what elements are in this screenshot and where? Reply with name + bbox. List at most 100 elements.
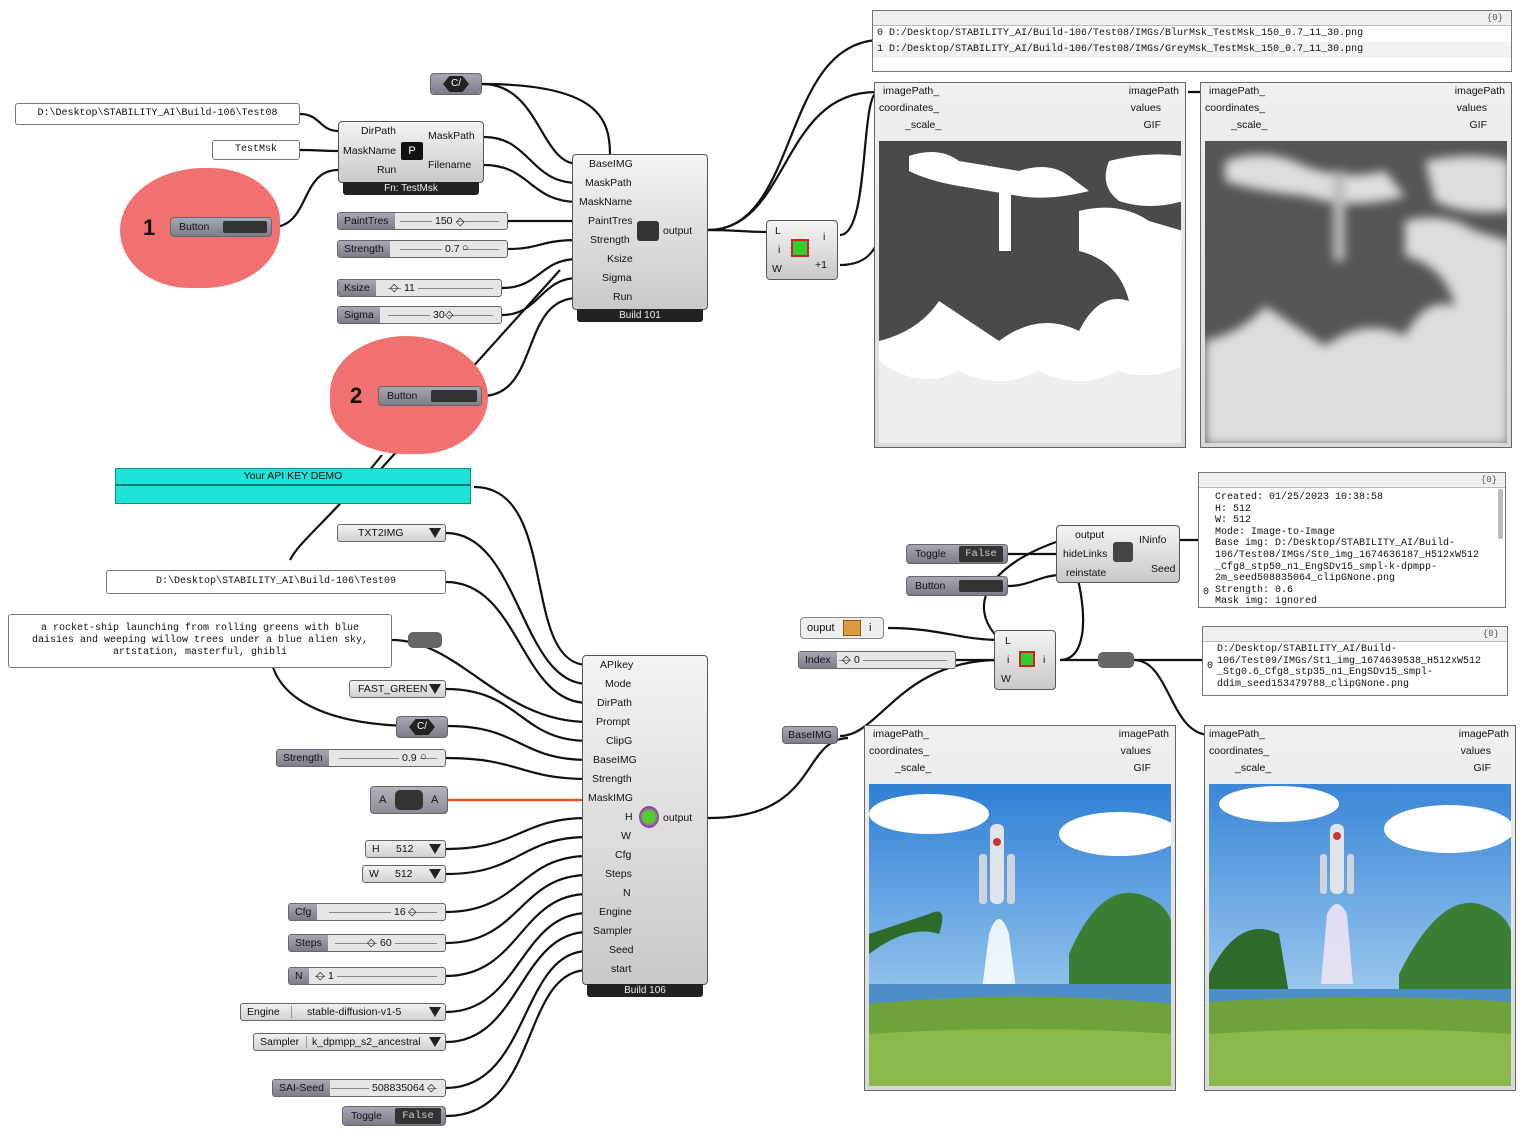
slider-name: Cfg: [289, 904, 318, 920]
relay-prompt[interactable]: [408, 632, 442, 648]
chevron-down-icon: [429, 1037, 441, 1047]
fn-testmsk-component[interactable]: DirPath MaskName Run MaskPath Filename P…: [338, 121, 484, 195]
info-line: Base img: D:/Desktop/STABILITY_AI/Build-: [1215, 538, 1456, 550]
button-2-label: Button: [387, 390, 418, 402]
slider-grip-icon: ◇: [427, 1082, 436, 1094]
build-101-component[interactable]: BaseIMG MaskPath MaskName PaintTres Stre…: [572, 154, 708, 322]
divider: [291, 1006, 292, 1018]
input-apikey: APIkey: [600, 659, 634, 671]
panel-header: {0}: [1203, 627, 1507, 642]
list-item-component-2[interactable]: L i W i: [994, 630, 1056, 690]
wire: [707, 736, 849, 820]
image-viewer-top-right[interactable]: imagePath_ coordinates_ _scale_ imagePat…: [1200, 82, 1512, 448]
info-component[interactable]: output hideLinks reinstate INinfo Seed: [1056, 525, 1180, 583]
wire: [445, 892, 589, 978]
slider-n[interactable]: N ◇ 1: [288, 967, 446, 985]
build-101-footer: Build 101: [577, 309, 703, 322]
info-line: Mask img: ignored: [1215, 596, 1318, 608]
dirpath-panel-2[interactable]: D:\Desktop\STABILITY_AI\Build-106\Test09: [106, 570, 446, 594]
relay-output[interactable]: [1098, 652, 1134, 668]
output-filename: Filename: [428, 159, 472, 171]
build-106-component[interactable]: APIkey Mode DirPath Prompt ClipG BaseIMG…: [582, 655, 708, 997]
wire: [481, 82, 579, 166]
output-values: values: [1130, 102, 1161, 114]
slider-track: [839, 660, 947, 661]
height-dropdown[interactable]: H 512: [365, 840, 446, 858]
slider-strength-bottom[interactable]: Strength 0.9 ○: [276, 749, 446, 767]
dropdown-value: TXT2IMG: [358, 527, 404, 539]
divider: [306, 1036, 307, 1048]
slider-value: 0: [851, 652, 863, 668]
slider-strength-top[interactable]: Strength 0.7 ○: [337, 240, 508, 258]
clipg-dropdown[interactable]: FAST_GREEN: [349, 680, 446, 698]
input-imagepath: imagePath_: [1209, 728, 1266, 740]
input-sigma: Sigma: [602, 272, 632, 284]
toggle-mid[interactable]: Toggle False: [906, 544, 1008, 564]
slider-cfg[interactable]: Cfg 16 ◇: [288, 903, 446, 921]
dropdown-value: FAST_GREEN: [358, 683, 428, 695]
toggle-bottom[interactable]: Toggle False: [342, 1106, 446, 1126]
slider-steps[interactable]: Steps ◇ 60: [288, 934, 446, 952]
sampler-dropdown[interactable]: Sampler k_dpmpp_s2_ancestral: [253, 1033, 446, 1051]
input-sampler: Sampler: [593, 925, 633, 937]
hex-icon: C/: [409, 719, 435, 735]
scrollbar[interactable]: [1498, 489, 1503, 539]
slider-value: 11: [401, 280, 418, 296]
mode-dropdown[interactable]: TXT2IMG: [337, 524, 446, 542]
image-viewer-bottom-right[interactable]: imagePath_ coordinates_ _scale_ imagePat…: [1204, 725, 1516, 1091]
paths-panel[interactable]: {0} 0 D:/Desktop/STABILITY_AI/Build-106/…: [872, 10, 1512, 72]
output-gif: GIF: [1473, 762, 1492, 774]
input-imagepath: imagePath_: [883, 85, 940, 97]
wire: [1007, 573, 1063, 588]
slider-grip-icon: ◇: [842, 654, 851, 666]
output-gif: GIF: [1133, 762, 1152, 774]
slider-sai-seed[interactable]: SAI-Seed 508835064 ◇: [272, 1079, 446, 1097]
out-line: D:/Desktop/STABILITY_AI/Build-: [1217, 644, 1398, 655]
input-steps: Steps: [605, 868, 632, 880]
info-lines: Created: 01/25/2023 10:38:58 H: 512 W: 5…: [1199, 488, 1505, 608]
slider-sigma[interactable]: Sigma 30 ◇: [337, 306, 502, 324]
input-maskpath: MaskPath: [585, 177, 632, 189]
engine-dropdown[interactable]: Engine stable-diffusion-v1-5: [240, 1003, 446, 1021]
hex-param-top[interactable]: C/: [430, 73, 482, 95]
button-2[interactable]: Button: [378, 386, 482, 406]
hex-param-bottom[interactable]: C/: [396, 716, 448, 738]
slider-value: 0.9: [399, 750, 420, 766]
output-i: i: [823, 231, 826, 243]
button-mid[interactable]: Button: [906, 576, 1008, 596]
image-viewer-bottom-left[interactable]: imagePath_ coordinates_ _scale_ imagePat…: [864, 725, 1176, 1091]
output-label: output: [663, 812, 693, 824]
button-1-label: Button: [179, 221, 210, 233]
slider-value: 1: [325, 968, 337, 984]
input-mode: Mode: [605, 678, 632, 690]
info-panel[interactable]: {0} 0 Created: 01/25/2023 10:38:58 H: 51…: [1198, 472, 1506, 608]
slider-painttres[interactable]: PaintTres 150 ◇: [337, 212, 508, 230]
slider-grip-icon: ◇: [390, 282, 399, 294]
dropdown-value: stable-diffusion-v1-5: [307, 1006, 402, 1018]
dirpath-panel[interactable]: D:\Desktop\STABILITY_AI\Build-106\Test08: [15, 103, 300, 125]
slider-ksize[interactable]: Ksize ◇ 11: [337, 279, 502, 297]
list-item-component-1[interactable]: L i W i +1: [766, 220, 838, 280]
mask-relay[interactable]: A A: [370, 786, 448, 814]
button-1[interactable]: Button: [170, 217, 272, 237]
build-106-footer: Build 106: [587, 984, 703, 997]
api-key-input[interactable]: Your API KEY DEMO: [115, 468, 471, 504]
out-lines: D:/Desktop/STABILITY_AI/Build- 106/Test0…: [1203, 642, 1507, 690]
panel-row: 1 D:/Desktop/STABILITY_AI/Build-106/Test…: [873, 42, 1511, 58]
input-cfg: Cfg: [615, 849, 632, 861]
ouput-param[interactable]: ouput i: [800, 617, 884, 639]
output-path-panel[interactable]: {0} 0 D:/Desktop/STABILITY_AI/Build- 106…: [1202, 626, 1508, 696]
input-ksize: Ksize: [607, 253, 633, 265]
input-h: H: [625, 811, 633, 823]
slider-name: Sigma: [338, 307, 380, 323]
panel-header: {0}: [1199, 473, 1505, 488]
maskname-panel[interactable]: TestMsk: [212, 140, 300, 160]
prompt-panel[interactable]: a rocket-ship launching from rolling gre…: [8, 614, 392, 668]
slider-index[interactable]: Index ◇ 0: [798, 651, 956, 669]
width-dropdown[interactable]: W 512: [362, 865, 446, 883]
output-imagepath: imagePath: [1458, 728, 1509, 740]
image-viewer-top-left[interactable]: imagePath_ coordinates_ _scale_ imagePat…: [874, 82, 1186, 448]
output-ininfo: INinfo: [1139, 534, 1167, 546]
toggle-value: False: [959, 546, 1003, 562]
baseimg-param[interactable]: BaseIMG: [782, 726, 838, 744]
